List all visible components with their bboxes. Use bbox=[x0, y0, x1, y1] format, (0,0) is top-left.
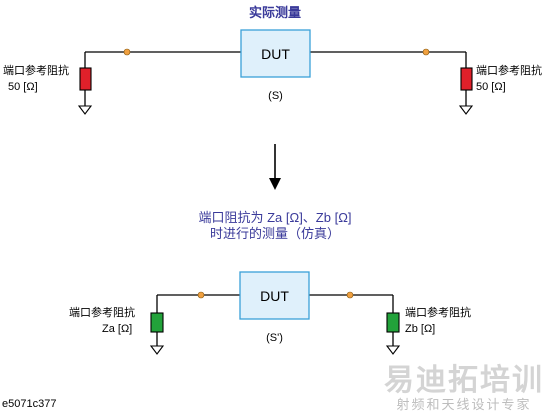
bottom-right-ground-icon bbox=[385, 345, 401, 355]
top-right-port-name: 端口参考阻抗 bbox=[476, 63, 542, 77]
top-dut-box bbox=[240, 29, 311, 78]
top-left-node bbox=[123, 48, 131, 56]
watermark-main: 易迪拓培训 bbox=[384, 363, 544, 398]
top-dut-label: DUT bbox=[261, 46, 290, 62]
bottom-right-port-resistor bbox=[386, 312, 400, 333]
top-s-param-label: (S) bbox=[268, 90, 283, 102]
bottom-dut-box bbox=[239, 271, 310, 320]
top-title: 实际测量 bbox=[249, 5, 301, 20]
top-right-port-resistor bbox=[460, 67, 473, 91]
top-left-ground-icon bbox=[77, 105, 93, 115]
bottom-s-param-label: (S') bbox=[266, 332, 283, 344]
top-left-port-name: 端口参考阻抗 bbox=[3, 63, 69, 77]
bottom-left-port-resistor bbox=[150, 312, 164, 333]
top-left-port-value: 50 [Ω] bbox=[8, 81, 38, 93]
watermark-sub: 射频和天线设计专家 bbox=[396, 398, 532, 413]
middle-caption-line1: 端口阻抗为 Za [Ω]、Zb [Ω] bbox=[198, 210, 351, 225]
bottom-left-port-name: 端口参考阻抗 bbox=[69, 305, 135, 319]
figure-id: e5071c377 bbox=[2, 398, 57, 410]
bottom-right-node bbox=[346, 291, 354, 299]
top-left-port-resistor bbox=[79, 67, 92, 91]
top-right-node bbox=[422, 48, 430, 56]
watermark: 易迪拓培训 射频和天线设计专家 bbox=[384, 364, 544, 414]
bottom-left-port-value: Za [Ω] bbox=[102, 323, 132, 335]
bottom-left-ground-icon bbox=[149, 345, 165, 355]
bottom-right-port-value: Zb [Ω] bbox=[405, 323, 435, 335]
top-right-port-value: 50 [Ω] bbox=[476, 81, 506, 93]
bottom-right-port-name: 端口参考阻抗 bbox=[405, 305, 471, 319]
bottom-left-node bbox=[197, 291, 205, 299]
bottom-dut-label: DUT bbox=[260, 288, 289, 304]
down-arrow-icon bbox=[269, 178, 281, 190]
middle-caption-line2: 时进行的测量（仿真） bbox=[210, 226, 340, 241]
top-right-ground-icon bbox=[458, 105, 474, 115]
